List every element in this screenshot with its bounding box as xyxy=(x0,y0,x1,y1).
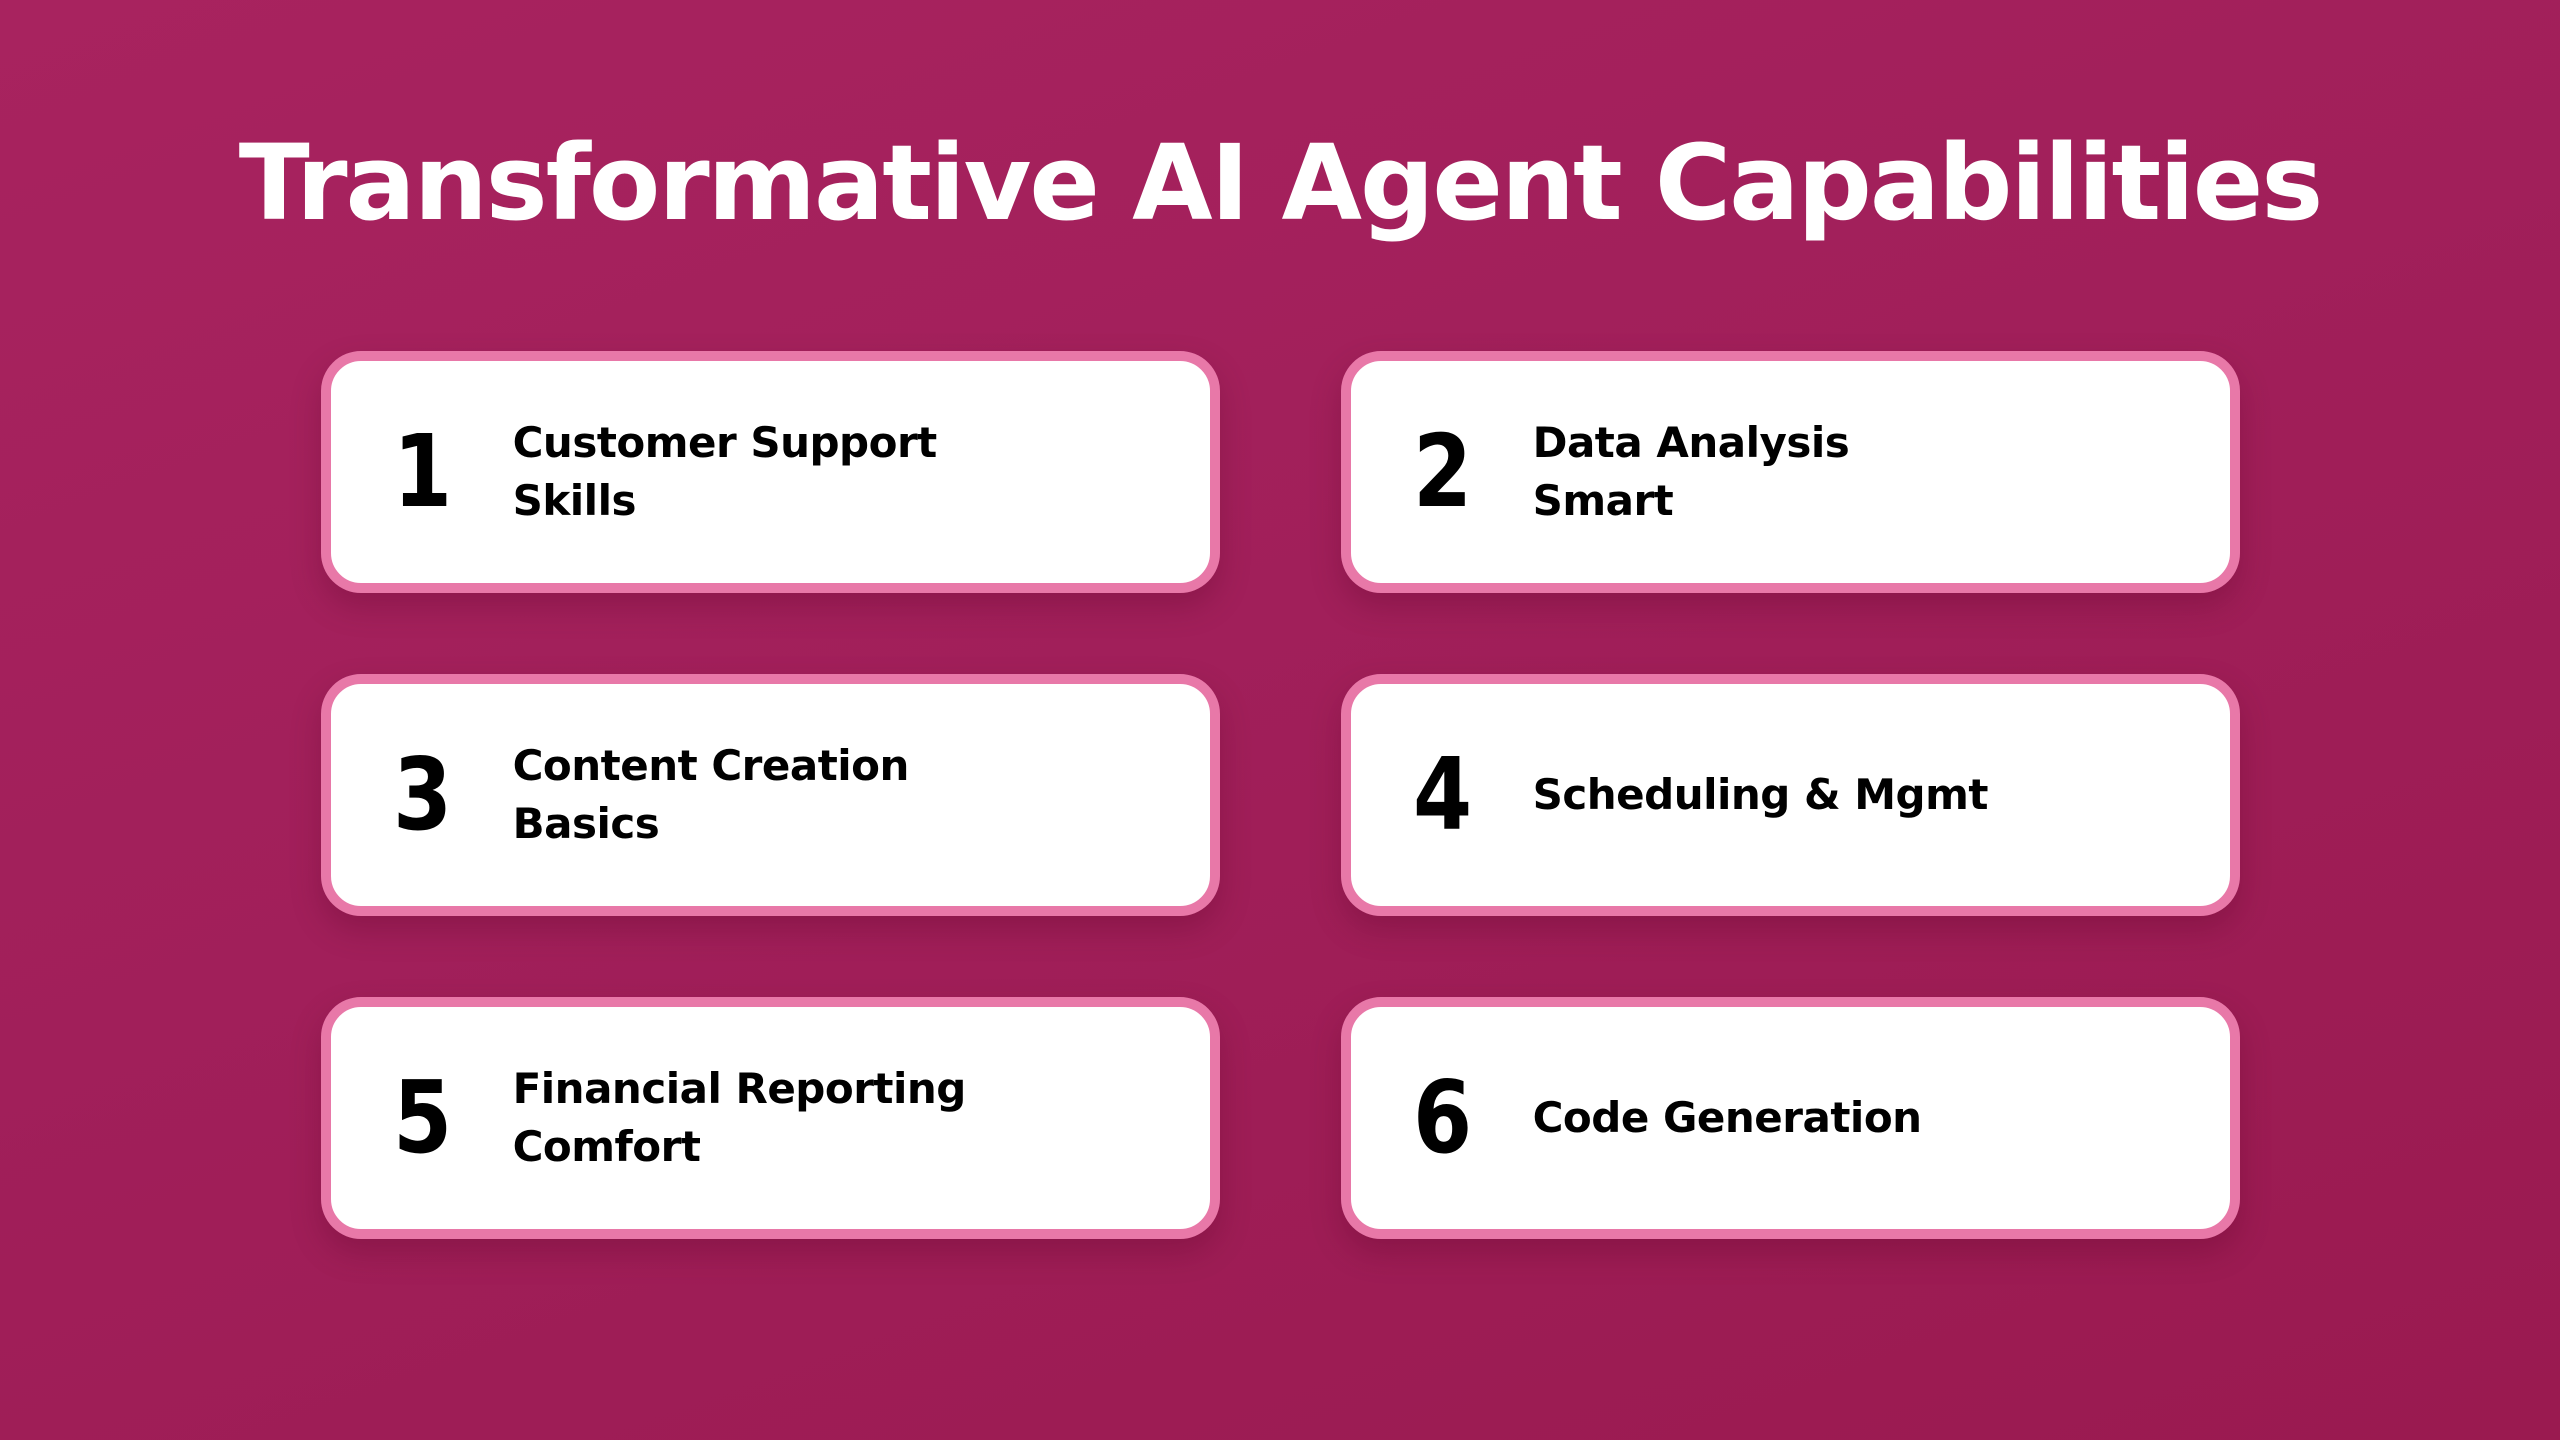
capability-card-5: 5 Financial Reporting Comfort xyxy=(321,997,1220,1239)
capability-label: Content Creation Basics xyxy=(512,741,910,848)
capability-number: 4 xyxy=(1413,736,1473,853)
capability-label: Data Analysis Smart xyxy=(1532,418,1850,525)
capability-number: 3 xyxy=(393,736,453,853)
capabilities-grid: 1 Customer Support Skills 2 Data Analysi… xyxy=(321,351,2240,1239)
capability-label: Scheduling & Mgmt xyxy=(1532,770,1989,819)
capability-label: Code Generation xyxy=(1532,1093,1922,1142)
capability-card-3: 3 Content Creation Basics xyxy=(321,674,1220,916)
capability-number: 1 xyxy=(393,413,453,530)
capability-card-4: 4 Scheduling & Mgmt xyxy=(1341,674,2240,916)
capability-label: Customer Support Skills xyxy=(512,418,938,525)
slide-title: Transformative AI Agent Capabilities xyxy=(238,122,2324,244)
capability-number: 2 xyxy=(1413,413,1473,530)
capability-card-2: 2 Data Analysis Smart xyxy=(1341,351,2240,593)
capability-label: Financial Reporting Comfort xyxy=(512,1064,967,1171)
capability-number: 6 xyxy=(1413,1059,1473,1176)
capability-number: 5 xyxy=(393,1059,453,1176)
capability-card-1: 1 Customer Support Skills xyxy=(321,351,1220,593)
capability-card-6: 6 Code Generation xyxy=(1341,997,2240,1239)
